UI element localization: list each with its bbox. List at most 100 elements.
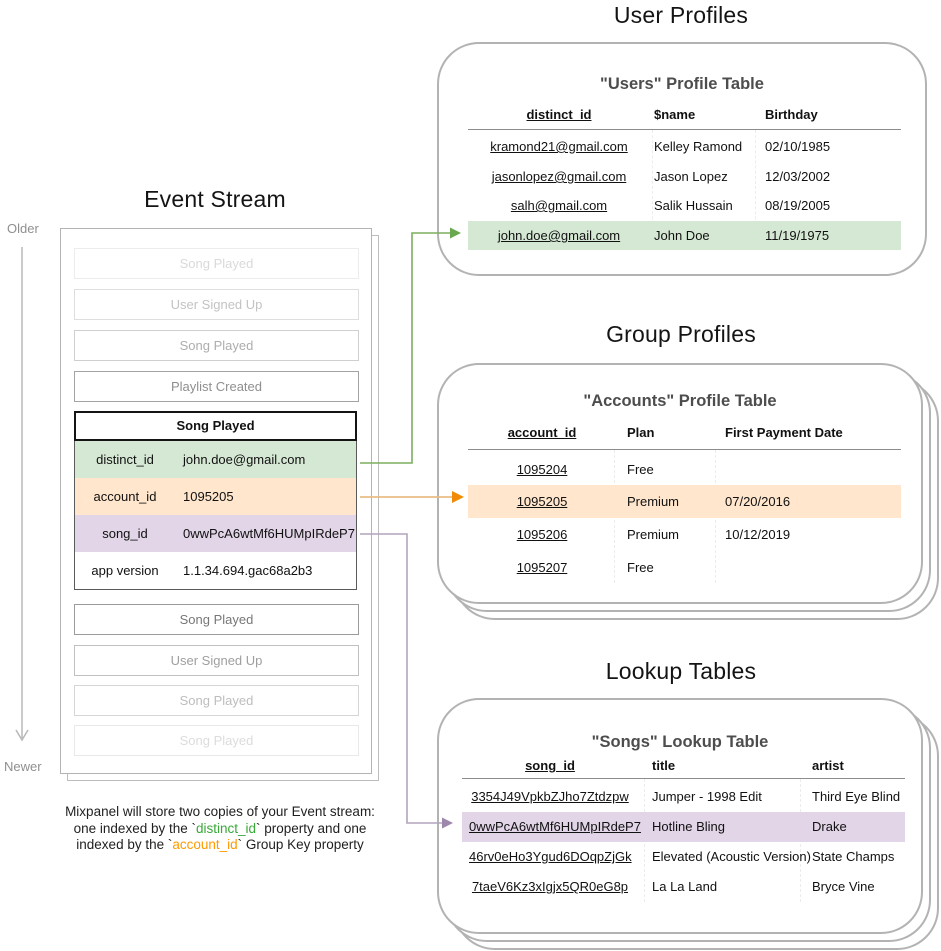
event-box: Playlist Created xyxy=(74,371,359,402)
cell-plan: Premium xyxy=(627,527,680,542)
active-event-properties: distinct_id john.doe@gmail.com account_i… xyxy=(74,441,357,590)
users-table-header: distinct_id $name Birthday xyxy=(468,107,901,129)
header-separator xyxy=(468,449,901,450)
table-row: jasonlopez@gmail.com Jason Lopez 12/03/2… xyxy=(468,162,901,191)
timeline-arrow xyxy=(15,247,29,742)
table-row: kramond21@gmail.com Kelley Ramond 02/10/… xyxy=(468,132,901,161)
active-event-name: Song Played xyxy=(74,411,357,441)
cell-plan: Free xyxy=(627,560,654,575)
column-header-distinct-id: distinct_id xyxy=(526,107,592,122)
accounts-profile-card: "Accounts" Profile Table account_id Plan… xyxy=(437,363,923,604)
cell-distinct-id: jasonlopez@gmail.com xyxy=(491,169,627,184)
event-box: User Signed Up xyxy=(74,289,359,320)
property-key: distinct_id xyxy=(96,452,154,467)
event-box: Song Played xyxy=(74,330,359,361)
column-divider xyxy=(652,130,653,250)
note-line-1: Mixpanel will store two copies of your E… xyxy=(65,804,375,819)
column-header-account-id: account_id xyxy=(507,425,577,440)
cell-title: Hotline Bling xyxy=(652,819,725,834)
cell-song-id: 7taeV6Kz3xIgjx5QR0eG8p xyxy=(471,879,629,894)
table-row: 1095204 Free xyxy=(468,453,901,486)
note-line-2: one indexed by the `distinct_id` propert… xyxy=(73,820,367,836)
table-row: 46rv0eHo3Ygud6DOqpZjGk Elevated (Acousti… xyxy=(462,842,905,872)
property-key: app version xyxy=(91,563,159,578)
note-account-id: account_id xyxy=(172,837,238,852)
index-copies-note: Mixpanel will store two copies of your E… xyxy=(50,804,390,854)
accounts-table-header: account_id Plan First Payment Date xyxy=(468,425,901,447)
column-header-artist: artist xyxy=(812,758,844,773)
cell-account-id: 1095207 xyxy=(516,560,568,575)
cell-plan: Premium xyxy=(627,494,680,509)
note-distinct-id: distinct_id xyxy=(195,820,257,836)
table-row: 1095207 Free xyxy=(468,551,901,584)
cell-birthday: 12/03/2002 xyxy=(765,169,831,184)
note-line-3: indexed by the `account_id` Group Key pr… xyxy=(76,837,364,852)
cell-distinct-id: kramond21@gmail.com xyxy=(490,139,628,154)
cell-plan: Free xyxy=(627,462,654,477)
property-row-app-version: app version 1.1.34.694.gac68a2b3 xyxy=(75,552,356,589)
cell-artist: Drake xyxy=(812,819,847,834)
cell-song-id: 46rv0eHo3Ygud6DOqpZjGk xyxy=(469,849,632,864)
header-separator xyxy=(462,778,905,779)
newer-label: Newer xyxy=(4,759,42,774)
table-row: 1095206 Premium 10/12/2019 xyxy=(468,518,901,551)
cell-birthday: 02/10/1985 xyxy=(765,139,831,154)
property-value: 1.1.34.694.gac68a2b3 xyxy=(183,563,313,578)
lookup-tables-heading: Lookup Tables xyxy=(605,658,757,684)
table-row-highlighted: 1095205 Premium 07/20/2016 xyxy=(468,485,901,518)
column-header-song-id: song_id xyxy=(525,758,575,773)
cell-account-id: 1095204 xyxy=(516,462,568,477)
event-box: User Signed Up xyxy=(74,645,359,676)
group-profiles-heading: Group Profiles xyxy=(606,321,756,347)
column-header-title: title xyxy=(652,758,676,773)
column-header-birthday: Birthday xyxy=(765,107,818,122)
table-row: 7taeV6Kz3xIgjx5QR0eG8p La La Land Bryce … xyxy=(462,872,905,902)
table-row-highlighted: john.doe@gmail.com John Doe 11/19/1975 xyxy=(468,221,901,250)
property-key: song_id xyxy=(102,526,148,541)
cell-title: La La Land xyxy=(652,879,718,894)
older-label: Older xyxy=(7,221,39,236)
cell-distinct-id: salh@gmail.com xyxy=(510,198,608,213)
cell-birthday: 08/19/2005 xyxy=(765,198,831,213)
table-row-highlighted: 0wwPcA6wtMf6HUMpIRdeP7 Hotline Bling Dra… xyxy=(462,812,905,842)
cell-artist: Bryce Vine xyxy=(812,879,875,894)
cell-name: Kelley Ramond xyxy=(654,139,743,154)
header-separator xyxy=(468,129,901,130)
cell-birthday: 11/19/1975 xyxy=(765,228,830,243)
property-row-distinct-id: distinct_id john.doe@gmail.com xyxy=(75,441,356,478)
event-box: Song Played xyxy=(74,248,359,279)
cell-name: John Doe xyxy=(654,228,710,243)
cell-name: Jason Lopez xyxy=(654,169,728,184)
column-header-first-payment-date: First Payment Date xyxy=(725,425,843,440)
property-row-song-id: song_id 0wwPcA6wtMf6HUMpIRdeP7 xyxy=(75,515,356,552)
cell-artist: Third Eye Blind xyxy=(812,789,901,804)
event-stream-heading: Event Stream xyxy=(144,186,286,212)
users-table-title: "Users" Profile Table xyxy=(600,75,764,93)
event-box: Song Played xyxy=(74,725,359,756)
column-divider xyxy=(755,130,756,250)
column-header-plan: Plan xyxy=(627,425,655,440)
cell-distinct-id: john.doe@gmail.com xyxy=(497,228,621,243)
cell-song-id: 3354J49VpkbZJho7Ztdzpw xyxy=(471,789,629,804)
property-value: john.doe@gmail.com xyxy=(183,452,306,467)
cell-title: Jumper - 1998 Edit xyxy=(652,789,762,804)
property-value: 0wwPcA6wtMf6HUMpIRdeP7 xyxy=(183,526,355,541)
users-profile-card: "Users" Profile Table distinct_id $name … xyxy=(437,42,927,276)
cell-name: Salik Hussain xyxy=(654,198,733,213)
property-value: 1095205 xyxy=(183,489,234,504)
cell-song-id: 0wwPcA6wtMf6HUMpIRdeP7 xyxy=(469,819,641,834)
songs-table-header: song_id title artist xyxy=(462,758,905,780)
event-box: Song Played xyxy=(74,685,359,716)
accounts-table-title: "Accounts" Profile Table xyxy=(583,392,777,410)
songs-lookup-card: "Songs" Lookup Table song_id title artis… xyxy=(437,698,923,934)
active-event-card: Song Played distinct_id john.doe@gmail.c… xyxy=(74,411,357,590)
event-box: Song Played xyxy=(74,604,359,635)
cell-artist: State Champs xyxy=(812,849,895,864)
property-key: account_id xyxy=(93,489,157,504)
event-stream-container: Song Played User Signed Up Song Played P… xyxy=(60,228,372,774)
table-row: salh@gmail.com Salik Hussain 08/19/2005 xyxy=(468,191,901,220)
cell-account-id: 1095205 xyxy=(516,494,568,509)
column-header-name: $name xyxy=(654,107,696,122)
cell-account-id: 1095206 xyxy=(516,527,568,542)
